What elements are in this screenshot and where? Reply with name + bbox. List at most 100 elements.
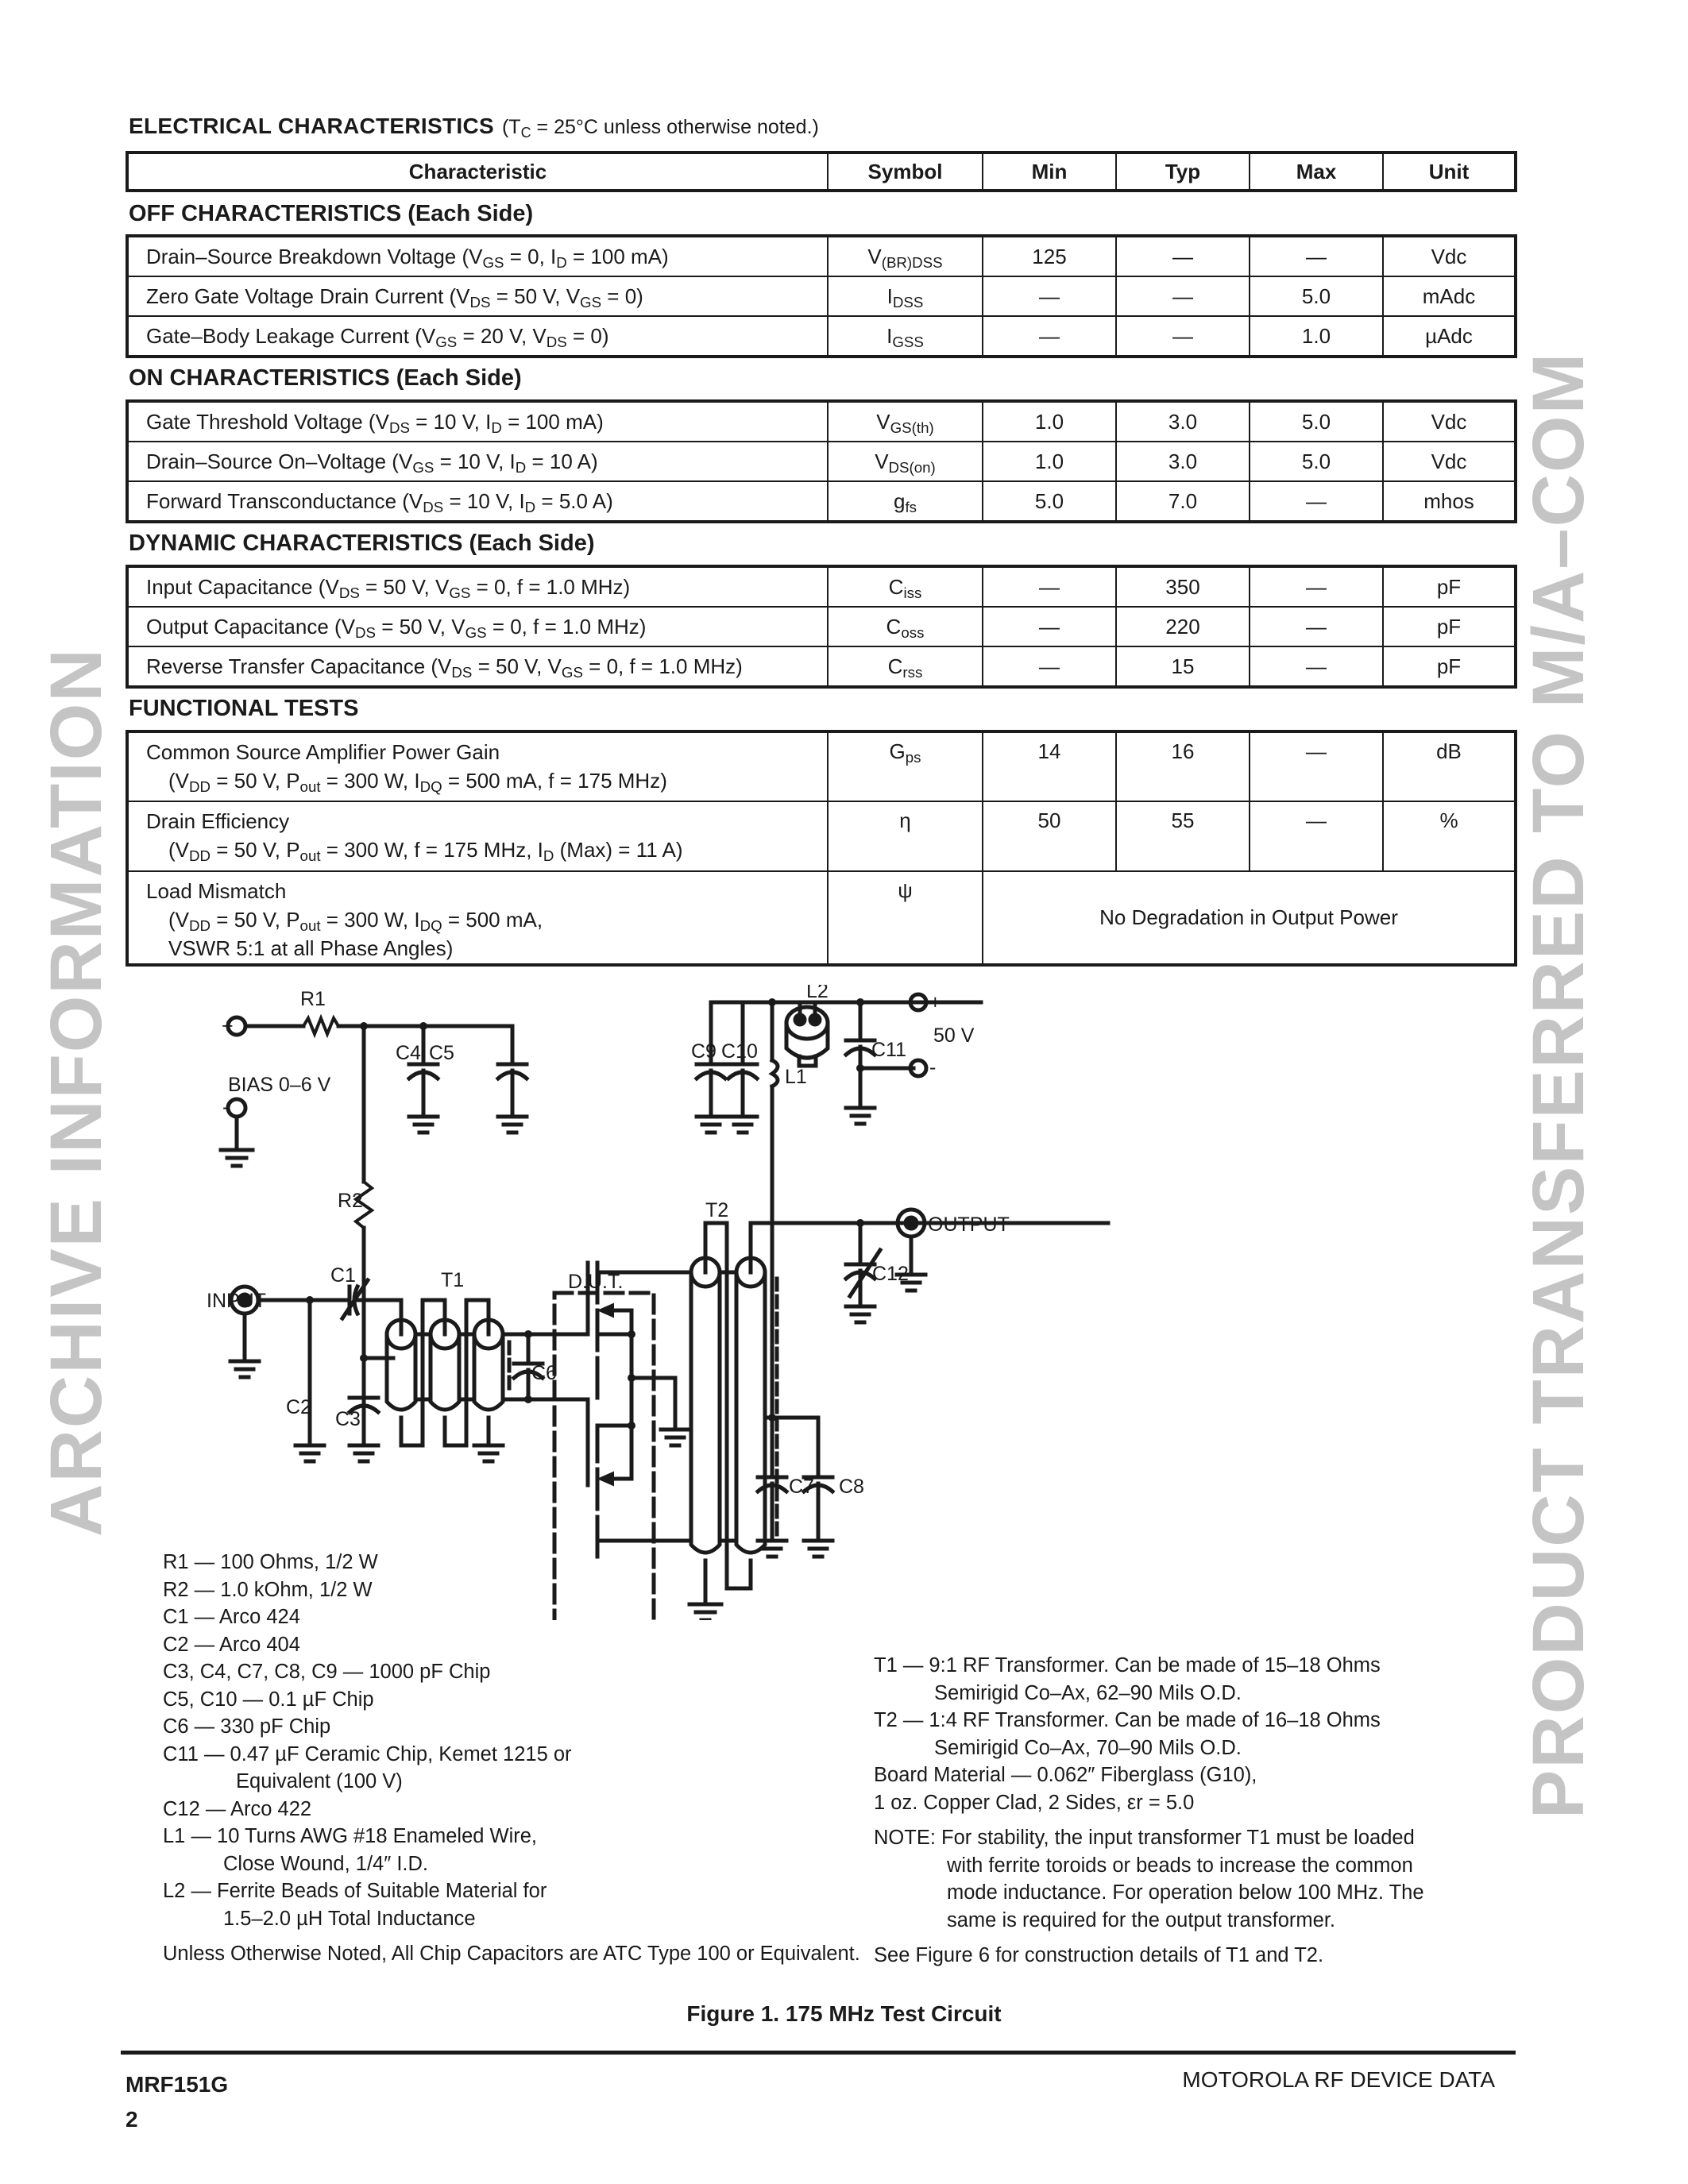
transformer-notes: T1 — 9:1 RF Transformer. Can be made of … [874, 1652, 1493, 1970]
part-item: C1 — Arco 424 [163, 1606, 300, 1628]
footer-left: MRF151G 2 [126, 2067, 228, 2137]
spec-table-dynamic: Input Capacitance (VDS = 50 V, VGS = 0, … [126, 565, 1517, 689]
footer-rule [121, 2051, 1516, 2055]
max-cell: — [1249, 801, 1384, 872]
svg-text:R2: R2 [338, 1190, 363, 1212]
characteristic-cell: Common Source Amplifier Power Gain(VDD =… [126, 731, 829, 802]
min-cell: — [982, 276, 1117, 317]
min-cell: 125 [982, 235, 1117, 277]
svg-text:C10: C10 [721, 1040, 758, 1063]
electrical-characteristics-title: ELECTRICAL CHARACTERISTICS(TC = 25°C unl… [129, 114, 819, 141]
footer-publisher: MOTOROLA RF DEVICE DATA [1182, 2067, 1495, 2092]
part-item: R2 — 1.0 kOhm, 1/2 W [163, 1578, 373, 1601]
svg-text:C5: C5 [429, 1042, 454, 1064]
note-line: Semirigid Co–Ax, 70–90 Mils O.D. [934, 1736, 1242, 1759]
characteristic-cell: Load Mismatch(VDD = 50 V, Pout = 300 W, … [126, 870, 829, 966]
supply-minus-terminal-icon [908, 1058, 929, 1078]
svg-text:C12: C12 [872, 1263, 909, 1285]
symbol-cell: Ciss [827, 565, 983, 608]
characteristic-cell: Reverse Transfer Capacitance (VDS = 50 V… [126, 646, 829, 688]
characteristic-cell: Output Capacitance (VDS = 50 V, VGS = 0,… [126, 606, 829, 647]
part-item: C3, C4, C7, C8, C9 — 1000 pF Chip [163, 1661, 491, 1683]
spec-table-functional: Common Source Amplifier Power Gain(VDD =… [126, 730, 1517, 967]
symbol-cell: ψ [827, 870, 983, 966]
unit-cell: pF [1382, 565, 1516, 608]
note-line: Board Material — 0.062″ Fiberglass (G10)… [874, 1764, 1257, 1786]
chip-capacitor-note: Unless Otherwise Noted, All Chip Capacit… [163, 1943, 860, 1965]
typ-cell: 3.0 [1115, 400, 1250, 442]
note-line: Semirigid Co–Ax, 62–90 Mils O.D. [934, 1681, 1242, 1704]
characteristic-cell: Gate Threshold Voltage (VDS = 10 V, ID =… [126, 400, 829, 442]
table-row: Zero Gate Voltage Drain Current (VDS = 5… [126, 276, 1516, 317]
unit-cell: % [1382, 801, 1516, 872]
svg-text:INPUT: INPUT [207, 1290, 266, 1312]
min-cell: 50 [982, 801, 1117, 872]
symbol-cell: gfs [827, 480, 983, 523]
part-number: MRF151G [126, 2072, 229, 2097]
symbol-cell: V(BR)DSS [827, 235, 983, 277]
max-cell: — [1249, 235, 1384, 277]
unit-cell: dB [1382, 731, 1516, 802]
section-on-title: ON CHARACTERISTICS (Each Side) [129, 365, 522, 391]
part-item-continued: Close Wound, 1/4″ I.D. [223, 1852, 429, 1875]
note-line: T1 — 9:1 RF Transformer. Can be made of … [874, 1654, 1381, 1677]
svg-text:C4: C4 [396, 1042, 421, 1064]
min-cell: 1.0 [982, 400, 1117, 442]
unit-cell: Vdc [1382, 235, 1516, 277]
parts-list: R1 — 100 Ohms, 1/2 W R2 — 1.0 kOhm, 1/2 … [163, 1549, 862, 1968]
header-min: Min [982, 152, 1117, 191]
min-cell: — [982, 565, 1117, 608]
svg-text:C2: C2 [286, 1396, 311, 1418]
svg-text:C7: C7 [789, 1476, 814, 1498]
svg-text:C11: C11 [871, 1039, 906, 1061]
part-item: L1 — 10 Turns AWG #18 Enameled Wire, [163, 1825, 538, 1847]
part-item: L2 — Ferrite Beads of Suitable Material … [163, 1880, 547, 1902]
typ-cell: — [1115, 315, 1250, 357]
max-cell: — [1249, 565, 1384, 608]
symbol-cell: VDS(on) [827, 441, 983, 482]
table-row: Common Source Amplifier Power Gain(VDD =… [126, 731, 1516, 802]
unit-cell: µAdc [1382, 315, 1516, 357]
unit-cell: mAdc [1382, 276, 1516, 317]
characteristic-cell: Input Capacitance (VDS = 50 V, VGS = 0, … [126, 565, 829, 608]
part-item: C12 — Arco 422 [163, 1797, 312, 1820]
spec-table-header: Characteristic Symbol Min Typ Max Unit [126, 151, 1517, 192]
watermark-archive: ARCHIVE INFORMATION [36, 647, 117, 1537]
min-cell: 1.0 [982, 441, 1117, 482]
max-cell: 5.0 [1249, 400, 1384, 442]
note-line: with ferrite toroids or beads to increas… [947, 1854, 1413, 1877]
spec-table-on: Gate Threshold Voltage (VDS = 10 V, ID =… [126, 399, 1517, 523]
min-cell: — [982, 606, 1117, 647]
part-item: C11 — 0.47 µF Ceramic Chip, Kemet 1215 o… [163, 1742, 572, 1765]
svg-text:BIAS 0–6 V: BIAS 0–6 V [228, 1074, 331, 1096]
part-item: C5, C10 — 0.1 µF Chip [163, 1688, 374, 1711]
see-figure-note: See Figure 6 for construction details of… [874, 1944, 1324, 1966]
svg-text:T2: T2 [705, 1199, 728, 1221]
page-number: 2 [126, 2107, 138, 2132]
symbol-cell: Coss [827, 606, 983, 647]
typ-cell: — [1115, 276, 1250, 317]
header-typ: Typ [1115, 152, 1250, 191]
typ-cell: — [1115, 235, 1250, 277]
t2-transformer-icon [687, 1221, 1111, 1623]
svg-text:C6: C6 [531, 1362, 557, 1384]
svg-text:-: - [929, 1056, 936, 1078]
svg-text:-: - [222, 1096, 229, 1118]
symbol-cell: IDSS [827, 276, 983, 317]
mosfet-arrow-icon [597, 1471, 614, 1487]
characteristic-cell: Zero Gate Voltage Drain Current (VDS = 5… [126, 276, 829, 317]
svg-text:D.U.T.: D.U.T. [568, 1271, 623, 1293]
load-mismatch-result: No Degradation in Output Power [982, 870, 1516, 966]
table-row: Drain Efficiency(VDD = 50 V, Pout = 300 … [126, 801, 1516, 872]
typ-cell: 55 [1115, 801, 1250, 872]
max-cell: — [1249, 480, 1384, 523]
bias-minus-terminal-icon [226, 1097, 248, 1119]
min-cell: 5.0 [982, 480, 1117, 523]
section-functional-title: FUNCTIONAL TESTS [129, 696, 359, 721]
typ-cell: 15 [1115, 646, 1250, 688]
r2-resistor-icon [353, 1179, 375, 1230]
table-row: Input Capacitance (VDS = 50 V, VGS = 0, … [126, 565, 1516, 608]
table-row: Drain–Source On–Voltage (VGS = 10 V, ID … [126, 441, 1516, 482]
table-row: Load Mismatch(VDD = 50 V, Pout = 300 W, … [126, 870, 1516, 966]
stability-note: NOTE: For stability, the input transform… [874, 1827, 1415, 1849]
